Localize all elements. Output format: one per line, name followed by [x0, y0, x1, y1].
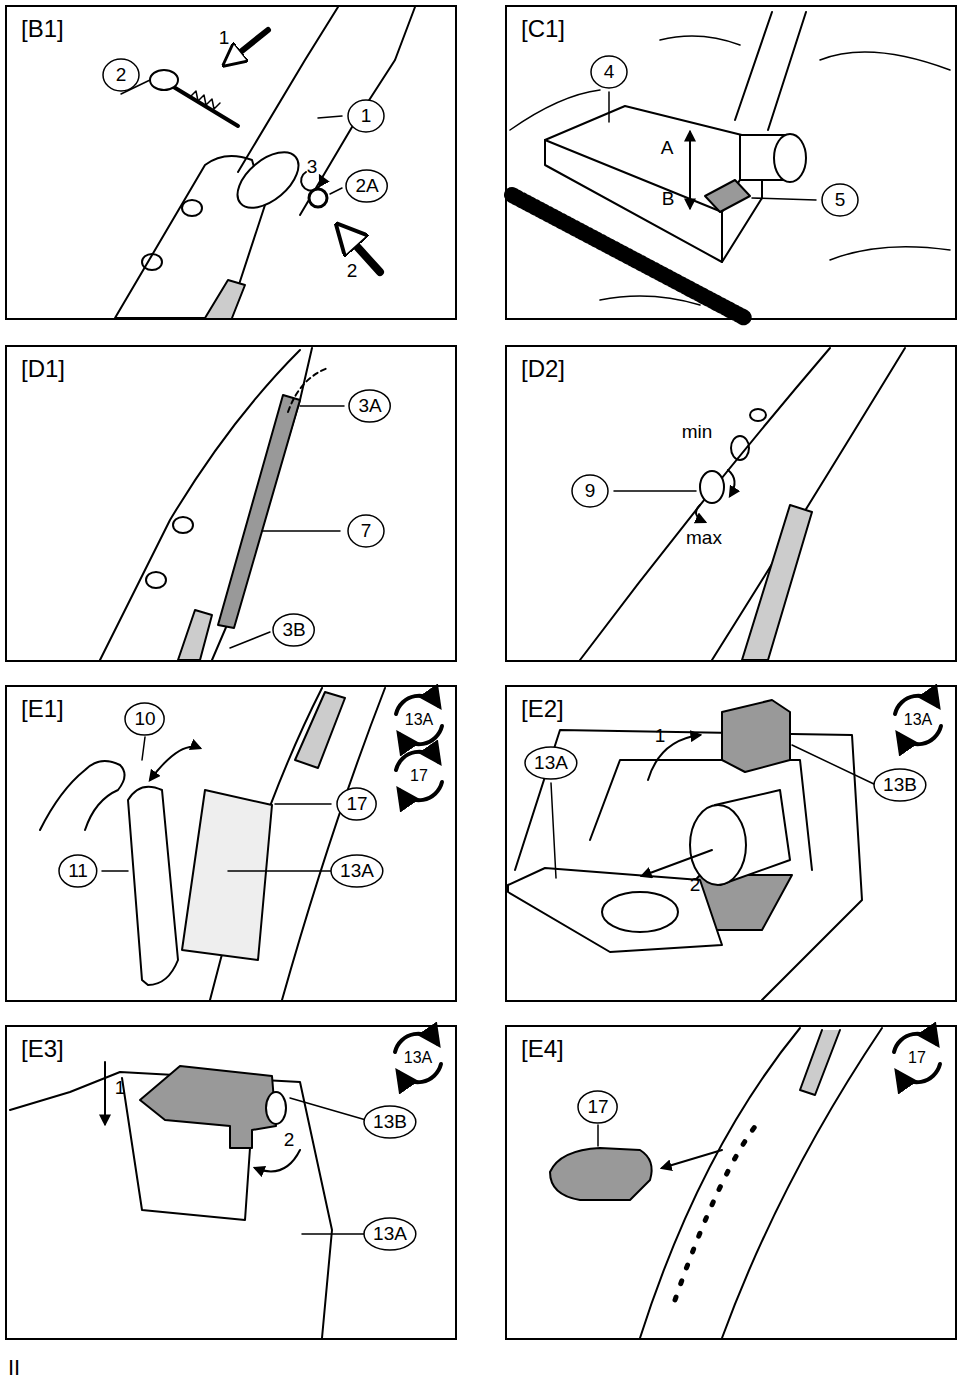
callout-number: 13A: [330, 854, 384, 888]
callout-circle: 17: [336, 787, 377, 821]
panel-heading: [C1]: [521, 15, 565, 43]
callout-number: 13B: [363, 1105, 417, 1139]
callout-ellipse: [103, 59, 139, 91]
figure-panel: [E4] 17: [505, 1025, 957, 1340]
callout-circle: 10: [124, 702, 165, 736]
part-label: 17: [908, 1050, 926, 1066]
figure-panel: [B1] 2 1 2A: [5, 5, 457, 320]
part-label: B: [662, 189, 675, 208]
part-label: 13A: [405, 712, 433, 728]
panel-heading: [E2]: [521, 695, 564, 723]
figure-panel: [D1] 3A 7 3B: [5, 345, 457, 662]
callout-ellipse: [59, 855, 97, 887]
callout-number: 3B: [272, 613, 315, 647]
callout-number: 13A: [363, 1217, 417, 1251]
callout-circle: 4: [590, 55, 628, 89]
callout-circle: 13A: [524, 746, 578, 780]
callout-circle: 5: [821, 183, 859, 217]
callout-number: 11: [58, 854, 98, 888]
callout-number: 13B: [873, 768, 927, 802]
part-label: 3: [307, 157, 318, 176]
figure-panel: [C1] 4 5: [505, 5, 957, 320]
callout-ellipse: [578, 1091, 617, 1123]
part-label: 2: [690, 875, 701, 894]
callout-circle: 3A: [348, 389, 391, 423]
figure-panel: [E2] 13A 13B: [505, 685, 957, 1002]
callout-number: 1: [347, 99, 385, 133]
callout-circle: 13A: [363, 1217, 417, 1251]
callout-circle: 13B: [363, 1105, 417, 1139]
callout-ellipse: [591, 56, 627, 88]
panel-heading: [B1]: [21, 15, 64, 43]
callout-number: 5: [821, 183, 859, 217]
callout-ellipse: [822, 184, 858, 216]
callout-ellipse: [525, 747, 577, 779]
part-label: 2: [284, 1130, 295, 1149]
callout-circle: 9: [571, 474, 609, 508]
callout-ellipse: [348, 100, 384, 132]
callout-circle: 2A: [345, 169, 388, 203]
callout-ellipse: [349, 390, 390, 422]
callout-ellipse: [572, 475, 608, 507]
panel-heading: [D2]: [521, 355, 565, 383]
callout-circle: 1: [347, 99, 385, 133]
part-label: min: [682, 422, 713, 441]
panel-heading: [E3]: [21, 1035, 64, 1063]
callout-circle: 17: [577, 1090, 618, 1124]
callout-ellipse: [364, 1218, 416, 1250]
callout-ellipse: [273, 614, 314, 646]
figure-panel: [D2] 9: [505, 345, 957, 662]
callout-number: 9: [571, 474, 609, 508]
callout-number: 2A: [345, 169, 388, 203]
part-label: A: [661, 138, 674, 157]
panel-heading: [D1]: [21, 355, 65, 383]
part-label: 13A: [904, 712, 932, 728]
callout-ellipse: [337, 788, 376, 820]
figure-panel: [E1] 10 17 11 13A: [5, 685, 457, 1002]
callout-circle: 3B: [272, 613, 315, 647]
callout-circle: 13A: [330, 854, 384, 888]
panel-heading: [E4]: [521, 1035, 564, 1063]
callout-circle: 7: [347, 514, 385, 548]
callout-number: 4: [590, 55, 628, 89]
part-label: 13A: [404, 1050, 432, 1066]
callout-ellipse: [874, 769, 926, 801]
figure-panel: [E3] 13B 13A: [5, 1025, 457, 1340]
callout-ellipse: [125, 703, 164, 735]
part-label: 17: [410, 768, 428, 784]
part-label: 1: [115, 1078, 126, 1097]
callout-number: 17: [336, 787, 377, 821]
callout-number: 13A: [524, 746, 578, 780]
callout-ellipse: [331, 855, 383, 887]
part-label: II: [8, 1357, 20, 1379]
panel-heading: [E1]: [21, 695, 64, 723]
callout-circle: 11: [58, 854, 98, 888]
callout-number: 2: [102, 58, 140, 92]
callout-ellipse: [348, 515, 384, 547]
callout-ellipse: [364, 1106, 416, 1138]
callout-number: 17: [577, 1090, 618, 1124]
part-label: max: [686, 528, 722, 547]
callout-number: 7: [347, 514, 385, 548]
callout-number: 3A: [348, 389, 391, 423]
callout-number: 10: [124, 702, 165, 736]
part-label: 2: [347, 261, 358, 280]
part-label: 1: [219, 28, 230, 47]
callout-circle: 2: [102, 58, 140, 92]
part-label: 1: [655, 726, 666, 745]
callout-circle: 13B: [873, 768, 927, 802]
callout-ellipse: [346, 170, 387, 202]
